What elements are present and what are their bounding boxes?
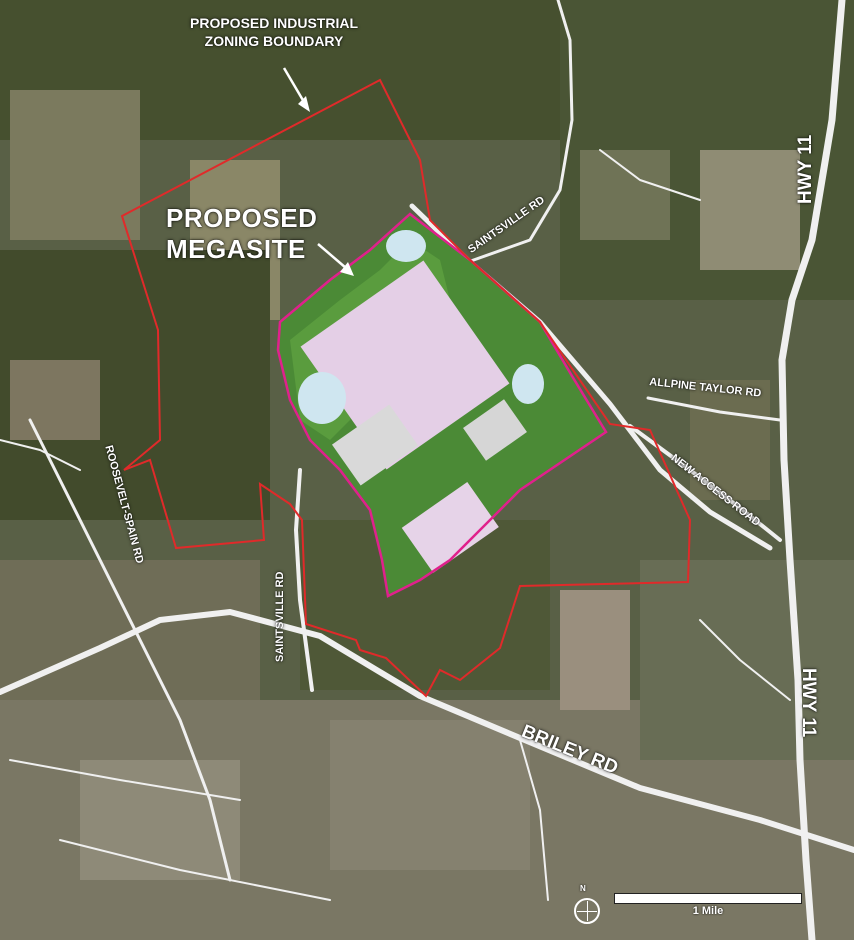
field-south-c: [560, 590, 630, 710]
scale-bar-graphic: [614, 893, 802, 904]
megasite-label-line2: MEGASITE: [166, 233, 306, 264]
zoning-label-line1: PROPOSED INDUSTRIAL: [190, 15, 359, 31]
building-main: [300, 260, 510, 470]
rural-road-southwest: [59, 839, 331, 901]
parking-east: [463, 399, 527, 461]
megasite-label: PROPOSED MEGASITE: [166, 204, 317, 263]
allpine-taylor-road: [646, 396, 782, 422]
zoning-boundary-label: PROPOSED INDUSTRIAL ZONING BOUNDARY: [190, 15, 359, 50]
pond-east: [512, 364, 544, 404]
megasite-label-line1: PROPOSED: [166, 203, 318, 233]
field-south-b: [330, 720, 530, 870]
rural-road-south: [9, 759, 241, 801]
field-east-c: [580, 150, 670, 240]
new-access-road: [628, 424, 782, 542]
scale-bar: 1 Mile: [614, 891, 802, 923]
hwy11-road: [778, 0, 846, 940]
megasite-boundary: [276, 212, 608, 598]
rural-road-southeast: [699, 619, 791, 701]
megasite-arrow: [317, 243, 347, 269]
field-southwest: [0, 560, 260, 720]
rural-road-east: [599, 149, 701, 201]
hwy11-south-label: HWY 11: [798, 668, 819, 738]
saintsville-road-east: [466, 0, 574, 264]
field-southeast: [640, 560, 854, 760]
north-arrow: N: [570, 884, 606, 926]
callout-arrows: [282, 67, 354, 276]
field-south-a: [80, 760, 240, 880]
field-northwest: [10, 90, 140, 240]
field-west: [10, 360, 100, 440]
compass-icon: [574, 898, 600, 924]
zoning-boundary: [120, 78, 692, 698]
pond-west: [298, 372, 346, 424]
saintsville-rd-south-label: SAINTSVILLE RD: [274, 571, 286, 662]
zoning-label-line2: ZONING BOUNDARY: [204, 33, 344, 50]
scale-bar-label: 1 Mile: [692, 905, 724, 917]
building-south: [401, 481, 499, 573]
zoning-arrowhead: [298, 96, 310, 112]
roosevelt-spain-road: [28, 418, 232, 882]
rural-road-south-center: [519, 739, 549, 901]
north-label: N: [580, 884, 586, 893]
hwy11-north-label: HWY 11: [795, 134, 816, 204]
megasite-arrowhead: [340, 262, 354, 276]
zoning-arrow: [282, 67, 306, 103]
megasite: [276, 212, 608, 598]
field-east-a: [700, 150, 800, 270]
briley-road: [0, 609, 854, 853]
saintsville-road-south: [294, 468, 314, 692]
parking-area: [331, 404, 419, 486]
pond-north: [386, 230, 426, 262]
rural-road-west: [0, 439, 81, 471]
